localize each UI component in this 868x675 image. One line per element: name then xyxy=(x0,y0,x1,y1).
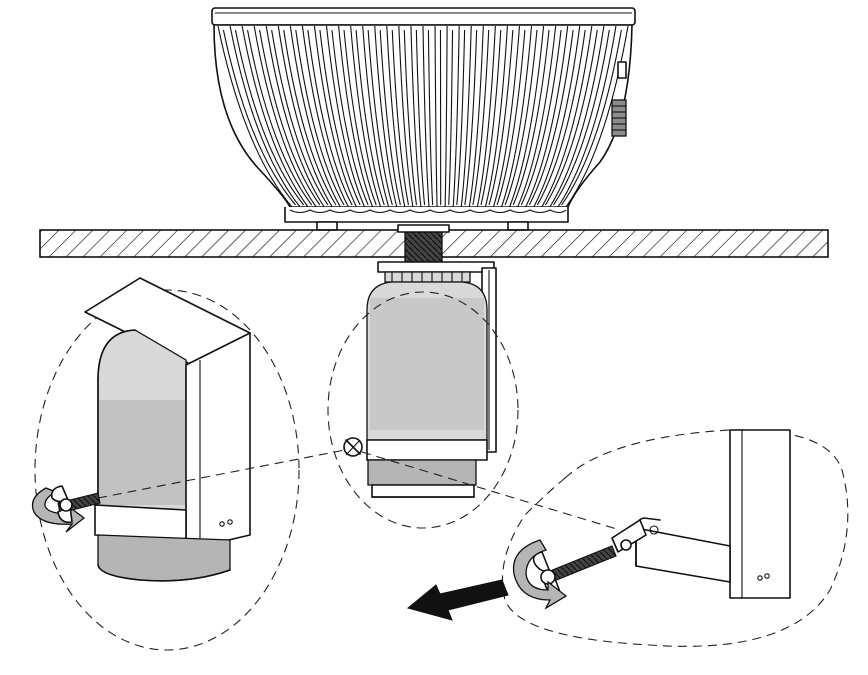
dome-rib xyxy=(444,25,448,208)
dome-rib xyxy=(350,25,382,208)
dome-rib xyxy=(448,29,454,206)
dome-rib xyxy=(488,29,514,206)
wing-screw-icon xyxy=(343,437,363,457)
dome-rib xyxy=(265,25,325,208)
dome-rib xyxy=(460,25,472,208)
dome-rib xyxy=(343,29,377,206)
callout-line-left xyxy=(97,449,346,499)
dome-rib xyxy=(283,29,337,206)
dome-rib xyxy=(501,25,533,208)
dome-rib xyxy=(541,25,593,208)
dome-rib xyxy=(544,29,598,206)
dome-rib xyxy=(509,25,545,208)
dome-rib xyxy=(355,29,385,206)
dome-rib xyxy=(338,25,374,208)
dome-rib xyxy=(528,29,574,206)
right-detail-view xyxy=(502,429,849,647)
dome-rib xyxy=(229,25,301,208)
dome-rib xyxy=(386,25,406,208)
dome-rib xyxy=(415,29,426,206)
dome-rib xyxy=(362,25,390,208)
dome-rib xyxy=(217,25,293,208)
dome-rib xyxy=(398,25,414,208)
dome-rib xyxy=(307,29,353,206)
dome-rib xyxy=(434,25,438,208)
dome-rib xyxy=(536,29,586,206)
dome-rib xyxy=(259,29,321,206)
dome-rib xyxy=(452,25,460,208)
dome-rib xyxy=(561,29,622,206)
dome-rib xyxy=(325,25,366,208)
dome-rib xyxy=(313,25,357,208)
dome-rib xyxy=(480,29,502,206)
dome-rib xyxy=(557,25,617,208)
dome-rib xyxy=(374,25,398,208)
housing-dome-icon xyxy=(211,7,636,231)
dome-rib xyxy=(222,29,297,206)
dome-rib xyxy=(565,25,629,208)
dome-rib xyxy=(549,25,605,208)
dome-rib xyxy=(295,29,345,206)
dome-rib xyxy=(517,25,557,208)
dome-rib xyxy=(379,29,401,206)
dome-rib xyxy=(289,25,341,208)
dome-rib xyxy=(464,29,478,206)
dome-rib xyxy=(319,29,361,206)
dome-rib xyxy=(553,29,610,206)
dome-rib xyxy=(476,25,496,208)
dome-rib xyxy=(241,25,309,208)
dome-rib xyxy=(472,29,490,206)
dome-rib xyxy=(512,29,550,206)
dome-rib xyxy=(331,29,369,206)
dome-rib xyxy=(403,29,418,206)
dome-rib xyxy=(456,29,466,206)
dome-rib xyxy=(367,29,393,206)
dome-rib xyxy=(525,25,569,208)
rotation-arrow-icon xyxy=(512,539,568,610)
dome-rib xyxy=(301,25,349,208)
dome-rib xyxy=(427,29,434,206)
dome-rib xyxy=(533,25,581,208)
dome-rib xyxy=(504,29,538,206)
camera-module-icon xyxy=(343,281,488,498)
dome-rib xyxy=(277,25,333,208)
dome-rib xyxy=(391,29,409,206)
dome-rib xyxy=(496,29,526,206)
dome-rib xyxy=(520,29,562,206)
dome-rib xyxy=(492,25,521,208)
dome-rib xyxy=(253,25,317,208)
removal-arrow-icon xyxy=(406,579,509,621)
wing-screw-icon xyxy=(532,545,617,594)
dome-rib xyxy=(422,25,430,208)
dome-rib xyxy=(468,25,484,208)
center-detail-outline xyxy=(327,291,519,529)
dome-rib xyxy=(410,25,422,208)
dome-rib xyxy=(247,29,313,206)
left-detail-view xyxy=(31,277,300,651)
dome-rib xyxy=(271,29,329,206)
dome-rib xyxy=(234,29,305,206)
wing-screw-icon xyxy=(50,485,101,524)
dome-rib xyxy=(484,25,508,208)
